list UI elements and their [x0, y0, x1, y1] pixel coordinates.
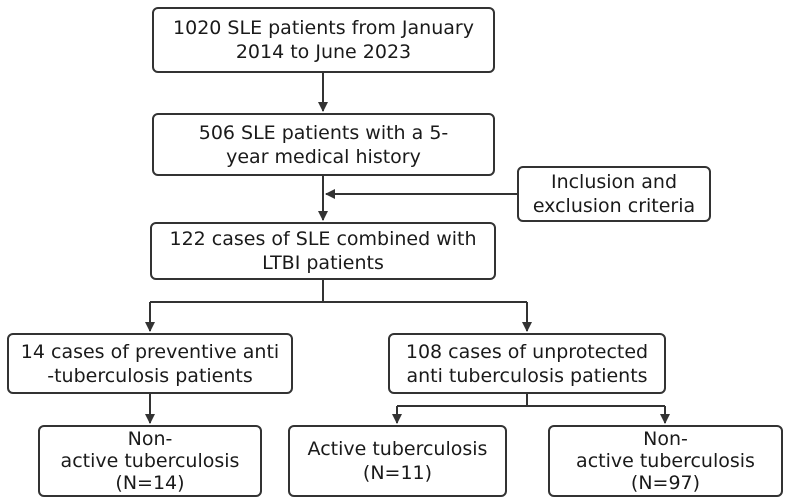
node-unprotected-line-1: 108 cases of unprotected	[405, 340, 649, 363]
node-criteria-text: Inclusion and exclusion criteria	[533, 170, 695, 218]
node-nonactive-left: Non- active tuberculosis (N=14)	[38, 425, 262, 497]
node-combined-line-2: LTBI patients	[262, 252, 384, 274]
node-active: Active tuberculosis (N=11)	[288, 425, 507, 497]
node-source-line-1: 1020 SLE patients from January	[173, 17, 474, 39]
node-combined-text: 122 cases of SLE combined with LTBI pati…	[169, 227, 476, 275]
node-unprotected-text: 108 cases of unprotected anti tuberculos…	[406, 340, 648, 388]
node-nonactive-left-line-2: active tuberculosis	[60, 450, 240, 472]
node-unprotected: 108 cases of unprotected anti tuberculos…	[388, 333, 666, 394]
node-source-text: 1020 SLE patients from January 2014 to J…	[173, 16, 474, 64]
node-nonactive-left-text: Non- active tuberculosis (N=14)	[61, 428, 240, 494]
node-history: 506 SLE patients with a 5- year medical …	[152, 113, 495, 176]
node-preventive-text: 14 cases of preventive anti -tuberculosi…	[21, 340, 279, 388]
node-history-text: 506 SLE patients with a 5- year medical …	[199, 121, 449, 169]
node-active-text: Active tuberculosis (N=11)	[308, 437, 488, 485]
node-preventive: 14 cases of preventive anti -tuberculosi…	[7, 333, 293, 394]
node-active-line-1: Active tuberculosis	[307, 438, 488, 460]
node-history-line-2: year medical history	[226, 145, 421, 168]
node-combined-line-1: 122 cases of SLE combined with	[169, 228, 477, 250]
node-nonactive-right-line-3: (N=97)	[630, 472, 701, 494]
node-nonactive-right-line-1: Non-	[643, 428, 688, 450]
node-combined: 122 cases of SLE combined with LTBI pati…	[150, 222, 496, 280]
node-preventive-line-1: 14 cases of preventive anti	[20, 340, 280, 363]
node-unprotected-line-2: anti tuberculosis patients	[406, 364, 648, 387]
node-history-line-1: 506 SLE patients with a 5-	[198, 121, 449, 144]
node-active-line-2: (N=11)	[362, 462, 433, 484]
node-source: 1020 SLE patients from January 2014 to J…	[152, 7, 495, 73]
node-nonactive-right-text: Non- active tuberculosis (N=97)	[576, 428, 755, 494]
node-criteria-line-1: Inclusion and	[550, 171, 678, 193]
node-nonactive-left-line-1: Non-	[127, 428, 173, 450]
node-preventive-line-2: -tuberculosis patients	[47, 364, 253, 387]
node-criteria: Inclusion and exclusion criteria	[517, 166, 711, 222]
node-nonactive-right-line-2: active tuberculosis	[576, 450, 755, 472]
node-nonactive-right: Non- active tuberculosis (N=97)	[548, 425, 783, 497]
node-criteria-line-2: exclusion criteria	[532, 195, 696, 217]
node-nonactive-left-line-3: (N=14)	[115, 472, 185, 494]
node-source-line-2: 2014 to June 2023	[235, 41, 412, 63]
